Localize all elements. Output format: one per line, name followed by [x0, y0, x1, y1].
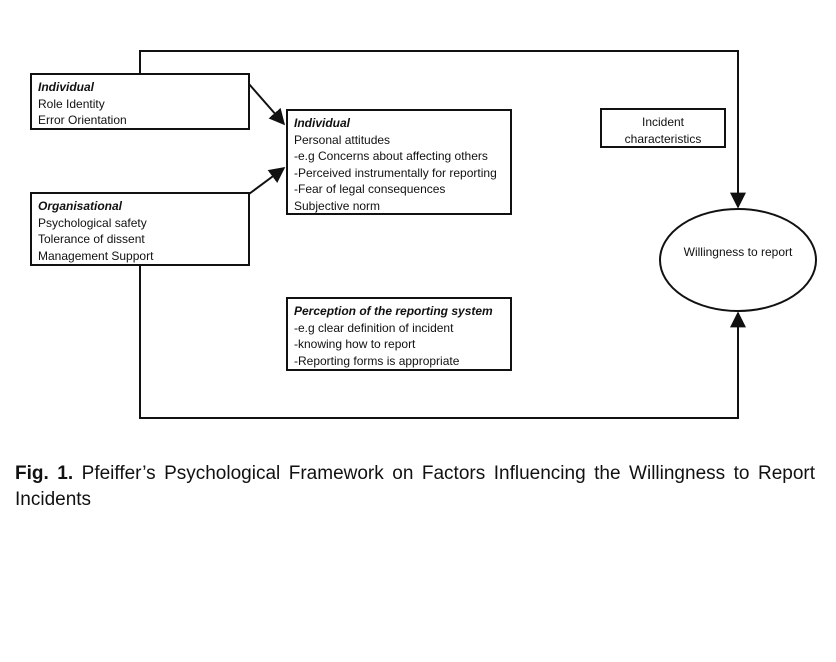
individual-center-line: -Fear of legal consequences — [294, 182, 446, 196]
individual-left-line: Error Orientation — [38, 113, 127, 127]
perception-box: Perception of the reporting system -e.g … — [286, 297, 512, 371]
individual-center-box: Individual Personal attitudes -e.g Conce… — [286, 109, 512, 215]
perception-line: -e.g clear definition of incident — [294, 320, 454, 335]
individual-left-line: Role Identity — [38, 96, 105, 111]
willingness-ellipse — [659, 208, 817, 312]
organisational-box: Organisational Psychological safety Tole… — [30, 192, 250, 266]
individual-center-line: Subjective norm — [294, 198, 381, 213]
willingness-label: Willingness to report — [668, 244, 808, 261]
incident-line: characteristics — [624, 131, 702, 146]
organisational-line: Tolerance of dissent — [38, 232, 145, 246]
willingness-line: Willingness to — [683, 245, 758, 259]
incident-line: Incident — [641, 115, 685, 129]
individual-center-line: -e.g Concerns about affecting others — [294, 149, 488, 163]
individual-left-box: Individual Role Identity Error Orientati… — [30, 73, 250, 130]
organisational-line: Management Support — [38, 248, 154, 263]
individual-center-line: -Perceived instrumentally for reporting — [294, 165, 497, 180]
caption-text: Pfeiffer’s Psychological Framework on Fa… — [15, 463, 816, 510]
incident-characteristics-box: Incident characteristics — [600, 108, 726, 148]
willingness-line: report — [761, 245, 793, 259]
individual-center-title: Individual — [294, 116, 351, 130]
arrow-individual-to-center — [248, 83, 286, 126]
organisational-line: Psychological safety — [38, 215, 147, 230]
top-connector-line — [139, 50, 746, 209]
caption-label: Fig. 1. — [15, 463, 74, 484]
organisational-title: Organisational — [38, 199, 123, 213]
figure-caption: Fig. 1. Pfeiffer’s Psychological Framewo… — [15, 461, 815, 513]
bottom-connector-line — [139, 265, 746, 419]
perception-line: -Reporting forms is appropriate — [294, 353, 460, 368]
perception-title: Perception of the reporting system — [294, 304, 493, 318]
individual-left-title: Individual — [38, 80, 95, 94]
individual-center-line: Personal attitudes — [294, 132, 391, 147]
arrow-organisational-to-center — [248, 167, 286, 195]
perception-line: -knowing how to report — [294, 337, 416, 351]
